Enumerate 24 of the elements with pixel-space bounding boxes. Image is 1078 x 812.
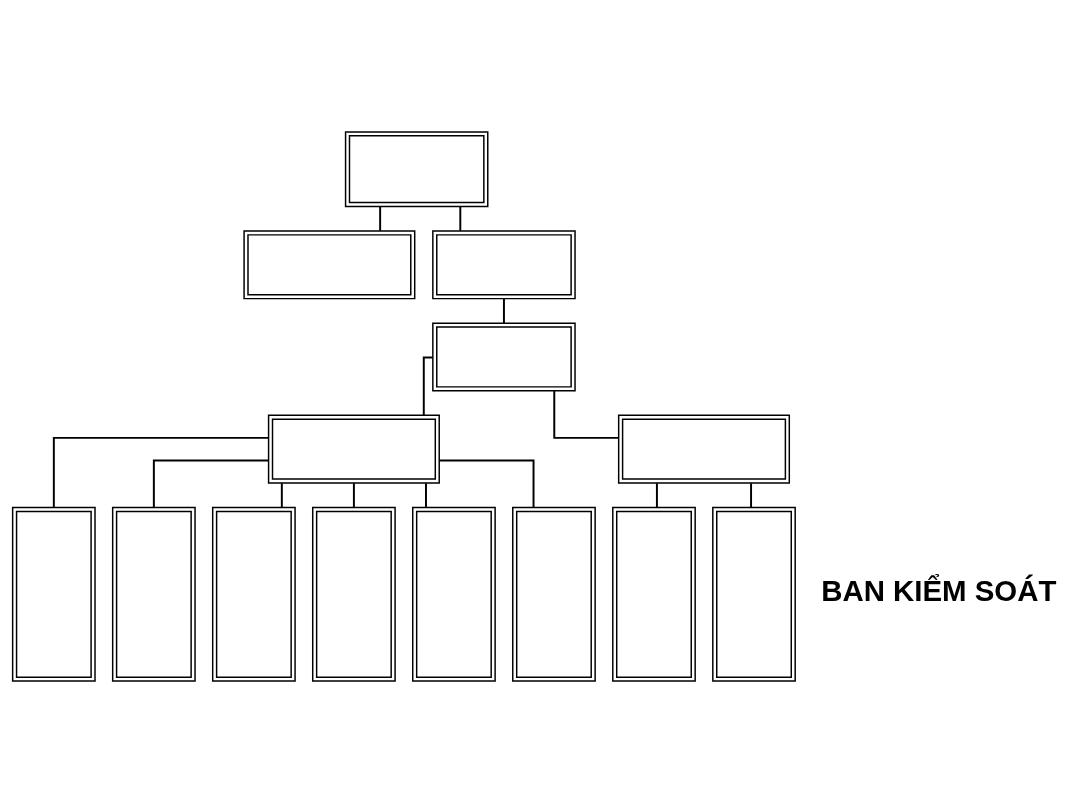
connector xyxy=(425,481,427,508)
connector xyxy=(502,297,505,324)
connector xyxy=(553,389,620,439)
connector xyxy=(655,481,658,508)
node-box xyxy=(344,130,489,207)
connector xyxy=(459,205,462,232)
label: BAN KIỂM SOÁT xyxy=(821,573,1057,607)
node-box xyxy=(11,506,96,682)
node-box xyxy=(432,321,576,392)
node-box xyxy=(432,229,576,299)
node-box xyxy=(617,414,791,484)
node-box xyxy=(243,229,416,299)
connector xyxy=(280,481,283,508)
connector xyxy=(352,481,355,508)
node-box xyxy=(111,506,196,682)
connector xyxy=(750,481,753,508)
node-box xyxy=(211,506,296,682)
connector xyxy=(379,205,382,232)
node-box xyxy=(712,506,796,682)
connector xyxy=(422,356,434,416)
connector xyxy=(152,458,270,508)
node-box xyxy=(612,506,696,682)
connector xyxy=(52,436,270,508)
connector xyxy=(438,458,535,508)
